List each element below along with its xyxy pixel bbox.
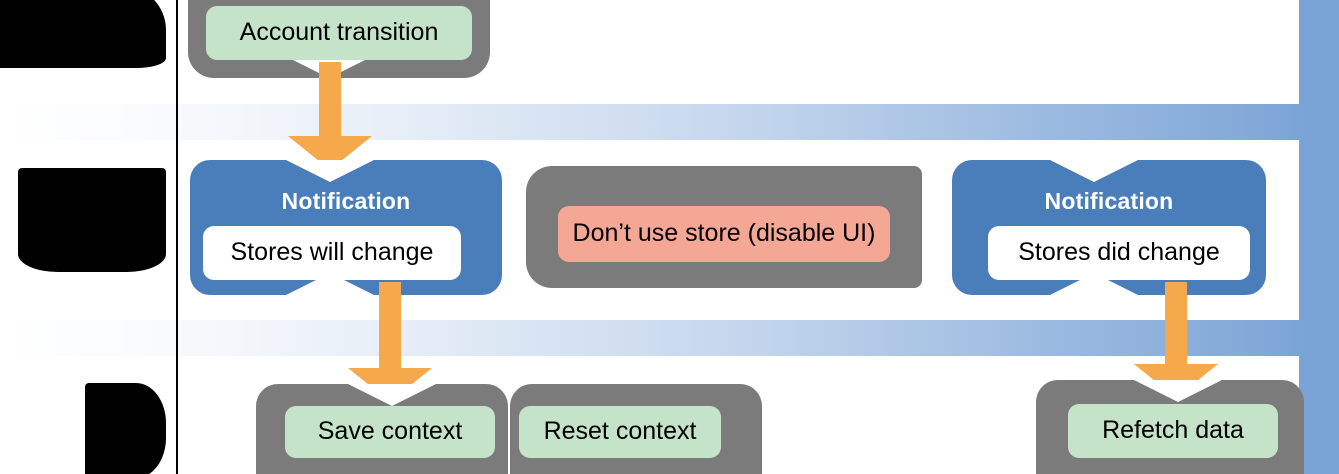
node-save-context-label: Save context	[317, 417, 463, 446]
group-refetch-data-notch	[1134, 380, 1222, 402]
timeline-lane-right	[1299, 0, 1339, 474]
node-account-transition[interactable]: Account transition	[206, 6, 472, 60]
node-save-context[interactable]: Save context	[285, 406, 495, 458]
group-save-context-notch	[348, 384, 436, 406]
node-stores-will-change-label: Stores will change	[230, 238, 434, 267]
notification-right-title: Notification	[1044, 188, 1174, 214]
column-divider-rule	[176, 0, 178, 474]
connector-shaft	[379, 282, 401, 374]
notification-right-top-notch	[1050, 160, 1138, 182]
connector-transition-to-will-change	[288, 62, 372, 170]
redacted-label-row-1	[0, 0, 166, 68]
node-stores-will-change[interactable]: Stores will change	[203, 226, 461, 280]
notification-left-title: Notification	[281, 188, 411, 214]
node-dont-use-store[interactable]: Don’t use store (disable UI)	[558, 206, 890, 262]
connector-shaft	[1165, 282, 1187, 370]
node-account-transition-label: Account transition	[239, 18, 439, 47]
redacted-label-row-2	[18, 168, 166, 272]
node-dont-use-store-label: Don’t use store (disable UI)	[572, 219, 876, 248]
timeline-arrow-2-bar	[0, 320, 1305, 356]
notification-left-top-notch	[286, 160, 374, 182]
timeline-arrow-1	[0, 91, 1339, 153]
node-reset-context-label: Reset context	[543, 417, 697, 446]
timeline-arrow-1-bar	[0, 104, 1305, 140]
redacted-label-row-3	[85, 383, 166, 474]
node-stores-did-change[interactable]: Stores did change	[988, 226, 1250, 280]
timeline-arrow-2	[0, 307, 1339, 369]
node-stores-did-change-label: Stores did change	[1018, 238, 1220, 267]
node-refetch-data-label: Refetch data	[1102, 416, 1244, 445]
node-reset-context[interactable]: Reset context	[519, 406, 721, 458]
node-refetch-data[interactable]: Refetch data	[1068, 404, 1278, 458]
